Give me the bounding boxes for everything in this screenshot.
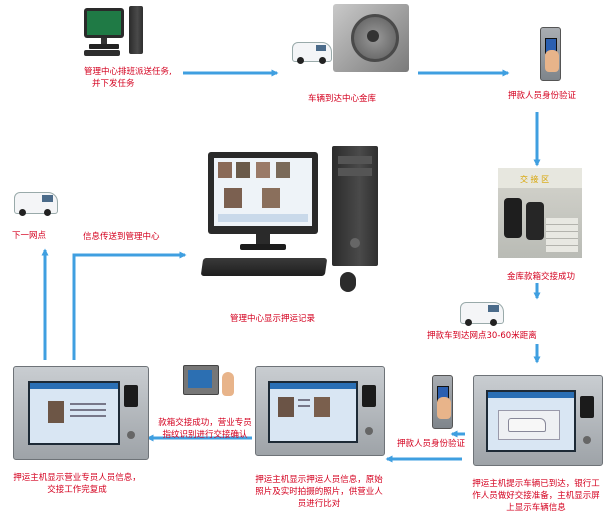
- label-vault-handover: 金库款箱交接成功: [507, 272, 576, 282]
- label-dispatch-line1: 管理中心排班派送任务,: [84, 67, 172, 77]
- large-monitor-icon: [208, 152, 318, 234]
- label-host-show-info-line1: 押运主机显示押运人员信息，原始: [255, 475, 383, 485]
- label-escort-auth-top: 押款人员身份验证: [508, 91, 577, 101]
- label-handover-success-line2: 指纹识别进行交接确认: [162, 430, 248, 440]
- tower-icon: [129, 6, 143, 54]
- label-center-display: 管理中心显示押运记录: [230, 314, 316, 324]
- label-host-show-info: 押运主机显示押运人员信息，原始 照片及实时拍摄的照片，供营业人 员进行比对: [247, 474, 391, 510]
- arrow-to-management-center: [72, 251, 187, 360]
- label-info-to-center: 信息传送到管理中心: [83, 232, 160, 242]
- monitor-icon: [84, 8, 124, 38]
- label-host-prompt: 押运主机提示车辆已到达，银行工 作人员做好交接准备，主机显示屏 上显示车辆信息: [466, 478, 606, 514]
- mouse-icon: [340, 272, 356, 292]
- hand-finger-icon-2: [437, 397, 451, 419]
- armored-van-icon-2: [460, 300, 504, 328]
- label-host-prompt-line1: 押运主机提示车辆已到达，银行工: [472, 479, 600, 489]
- terminal-camera-2: [362, 385, 376, 407]
- terminal-screen-left: [28, 381, 120, 445]
- escort-terminal-icon-left: [13, 366, 149, 460]
- terminal-camera-3: [124, 385, 138, 407]
- vault-banner: 交 接 区: [520, 175, 550, 184]
- label-next-branch: 下一网点: [12, 231, 47, 241]
- label-handover-success: 款箱交接成功，营业专员 指纹识别进行交接确认: [150, 417, 260, 441]
- label-host-show-staff: 押运主机显示营业专员人员信息， 交接工作完复成: [2, 472, 152, 496]
- fingerprint-device-icon: [183, 365, 219, 395]
- escort-terminal-icon-right: [473, 375, 603, 466]
- hand-finger-icon: [545, 50, 559, 72]
- hand-finger-icon-3: [222, 372, 234, 396]
- label-host-prompt-line2: 作人员做好交接准备，主机显示屏: [472, 491, 600, 501]
- terminal-screen-right: [486, 390, 576, 452]
- armored-van-icon: [292, 40, 332, 66]
- label-escort-auth-bottom: 押款人员身份验证: [397, 439, 466, 449]
- vault-door-icon: [333, 4, 409, 72]
- escort-record-screen: [214, 158, 312, 226]
- label-dispatch-line2: 并下发任务: [92, 79, 135, 89]
- management-computer-large: [200, 146, 385, 296]
- large-tower-icon: [332, 146, 378, 266]
- label-dispatch: 管理中心排班派送任务, 并下发任务: [84, 66, 172, 90]
- vault-handover-photo: 交 接 区: [498, 168, 582, 258]
- keyboard-icon: [84, 50, 120, 56]
- escort-terminal-icon-middle: [255, 366, 385, 456]
- large-keyboard-icon: [200, 258, 328, 276]
- label-handover-success-line1: 款箱交接成功，营业专员: [158, 418, 252, 428]
- terminal-screen-middle: [268, 381, 358, 443]
- label-host-show-staff-line1: 押运主机显示营业专员人员信息，: [13, 473, 141, 483]
- label-host-show-info-line3: 员进行比对: [297, 499, 341, 509]
- label-vehicle-arrive-vault: 车辆到达中心金库: [308, 94, 377, 104]
- management-computer-small: [84, 6, 159, 60]
- label-host-prompt-line3: 上显示车辆信息: [506, 503, 566, 513]
- label-host-show-info-line2: 照片及实时拍摄的照片，供营业人: [255, 487, 383, 497]
- label-escort-arrive-branch: 押款车到达网点30-60米距离: [427, 331, 537, 341]
- armored-van-icon-3: [14, 190, 58, 220]
- label-host-show-staff-line2: 交接工作完复成: [47, 485, 107, 495]
- terminal-camera: [580, 396, 594, 418]
